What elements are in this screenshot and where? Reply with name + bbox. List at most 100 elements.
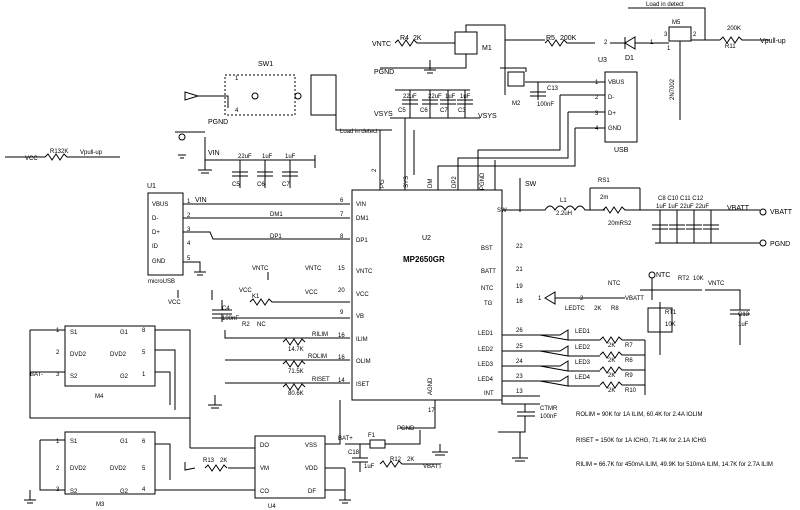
pgnd-right: PGND: [770, 241, 790, 248]
sw1-right-block: [310, 74, 337, 116]
cap1u-vin-b: 1uF: [285, 154, 296, 160]
u2-led2: LED2: [478, 347, 494, 353]
sw1-label: SW1: [258, 61, 273, 68]
ledtc-label: LEDTC: [565, 306, 585, 312]
vntc-top-label: VNTC: [372, 41, 391, 48]
vpullup-left-label: Vpull-up: [80, 150, 103, 156]
u1-label: U1: [147, 183, 156, 190]
inductor-section: SW SW L1 2.2uH RS1 2m 20mRS2 VBATT VBATT…: [497, 178, 793, 248]
r10-label: R10: [625, 388, 637, 394]
led-section: 1 2 LEDTC 2K R8 VBATT LED1 LED2 LED3 LED…: [538, 291, 646, 395]
r4-label: R4: [400, 35, 409, 42]
m1-label: M1: [482, 45, 492, 52]
u2-vcc: VCC: [356, 292, 369, 298]
load-detect-label-top: Load in detect: [646, 2, 684, 8]
u2-p9: 9: [340, 310, 344, 316]
u3-p3: 3: [595, 111, 599, 117]
vsys-b: VSYS: [478, 113, 497, 120]
m3-d2: DVD2: [110, 466, 127, 472]
vin-cap-bank: VIN 22uF 1uF 1uF C5 C6 C7: [205, 150, 316, 188]
r5-value: 200K: [560, 35, 577, 42]
r2-value: NC: [257, 322, 266, 328]
ledtc-r: 2K: [594, 306, 601, 312]
r12-value: 2K: [407, 457, 414, 463]
m3-p2: 2: [56, 466, 60, 472]
l1-value: 2.2uH: [556, 211, 572, 217]
m4-p2: 2: [56, 350, 60, 356]
u2-vin: VIN: [356, 202, 366, 208]
rt2-label: RT2: [678, 276, 690, 282]
u2-vb: VB: [356, 314, 364, 320]
u2-p25: 25: [516, 344, 523, 350]
m3-g2: G2: [120, 489, 129, 495]
u2-ntc: NTC: [481, 286, 494, 292]
u2-olim: OLIM: [356, 359, 371, 365]
c13b-label: C13: [738, 312, 750, 318]
sw-net-top: SW: [525, 181, 537, 188]
m4-p3: 3: [56, 372, 60, 378]
u2-left-components: VNTC VNTC VCC VCC K1 C4 100nF R2 NC RILI…: [208, 266, 350, 409]
m4-p8: 8: [142, 328, 146, 334]
rolim-label: ROLIM: [308, 354, 327, 360]
cap-22uf-b: 22uF: [428, 94, 442, 100]
u2-dm: DM: [428, 179, 434, 188]
u2-p18: 18: [516, 299, 523, 305]
u1-p4: 4: [187, 241, 191, 247]
u2-sys: SYS: [404, 176, 410, 188]
m3-p1: 1: [56, 439, 60, 445]
u2-body: [351, 189, 503, 401]
u2-batt: BATT: [481, 269, 496, 275]
r9-label: R9: [625, 373, 633, 379]
batt-cap-values: 1uF 1uF 22uF 22uF: [656, 204, 709, 210]
ctmr-value: 100nF: [540, 414, 557, 420]
u4-label: U4: [268, 504, 276, 510]
ntc-section: NTC NTC RT2 10K VNTC RT1 10K C13 1uF: [608, 271, 750, 355]
r13b-value: 2K: [220, 458, 227, 464]
u2-p24: 24: [516, 359, 523, 365]
u1-dp: D+: [152, 230, 160, 236]
u2-dm1: DM1: [356, 216, 369, 222]
led4-label: LED4: [575, 375, 591, 381]
u1-p2: 2: [187, 213, 191, 219]
ledtc-pin2: 2: [580, 296, 584, 302]
rilim-value: 14.7K: [288, 347, 304, 353]
c13b-value: 1uF: [738, 322, 749, 328]
c5-vin: C5: [232, 182, 240, 188]
c3-label: C3: [458, 108, 466, 114]
vsys-a: VSYS: [374, 111, 393, 118]
u2-p7: 7: [340, 212, 344, 218]
vbatt-u4: VBATT: [423, 464, 442, 470]
ground-symbol: [424, 60, 436, 74]
u2-led4: LED4: [478, 377, 494, 383]
u3-usb-connector: [604, 71, 638, 143]
batt-cap-names: C8 C10 C11 C12: [658, 196, 704, 202]
vpullup-right: Vpull-up: [760, 38, 786, 45]
r2-label: R2: [242, 322, 250, 328]
riset-value: 80.6K: [288, 391, 304, 397]
u2-p22: 22: [516, 244, 523, 250]
r5-label: R5: [546, 35, 555, 42]
m5-type: 2N7002: [670, 78, 676, 100]
vbatt-led: VBATT: [625, 296, 644, 302]
c13-value: 100nF: [537, 102, 554, 108]
c4-label: C4: [222, 306, 230, 312]
note-olim: ROLIM = 90K for 1A ILIM, 60.4K for 2.4A …: [576, 412, 703, 418]
c5-label: C5: [398, 108, 406, 114]
d1-diode: [610, 36, 636, 50]
u2-agnd: AGND: [428, 377, 434, 395]
m5-transistor: [668, 26, 692, 42]
u2-charger-ic: U2 MP2650GR VIN DM1 DP1 VNTC VCC VB ILIM…: [338, 118, 545, 429]
r7-val: 2K: [608, 343, 615, 349]
vntc-u2-right: VNTC: [305, 266, 322, 272]
m3-g1: G1: [120, 439, 129, 445]
u1-p5: 5: [187, 256, 191, 262]
vbatt-right: VBATT: [770, 209, 793, 216]
m4-p5: 5: [142, 350, 146, 356]
vcc-u2: VCC: [305, 290, 318, 296]
r8-label: R8: [611, 306, 619, 312]
u2-p16: 16: [338, 333, 345, 339]
c6-vin: C6: [257, 182, 265, 188]
u2-p20: 20: [338, 288, 345, 294]
rolim-value: 71.5K: [288, 369, 304, 375]
m3-p5: 5: [142, 466, 146, 472]
